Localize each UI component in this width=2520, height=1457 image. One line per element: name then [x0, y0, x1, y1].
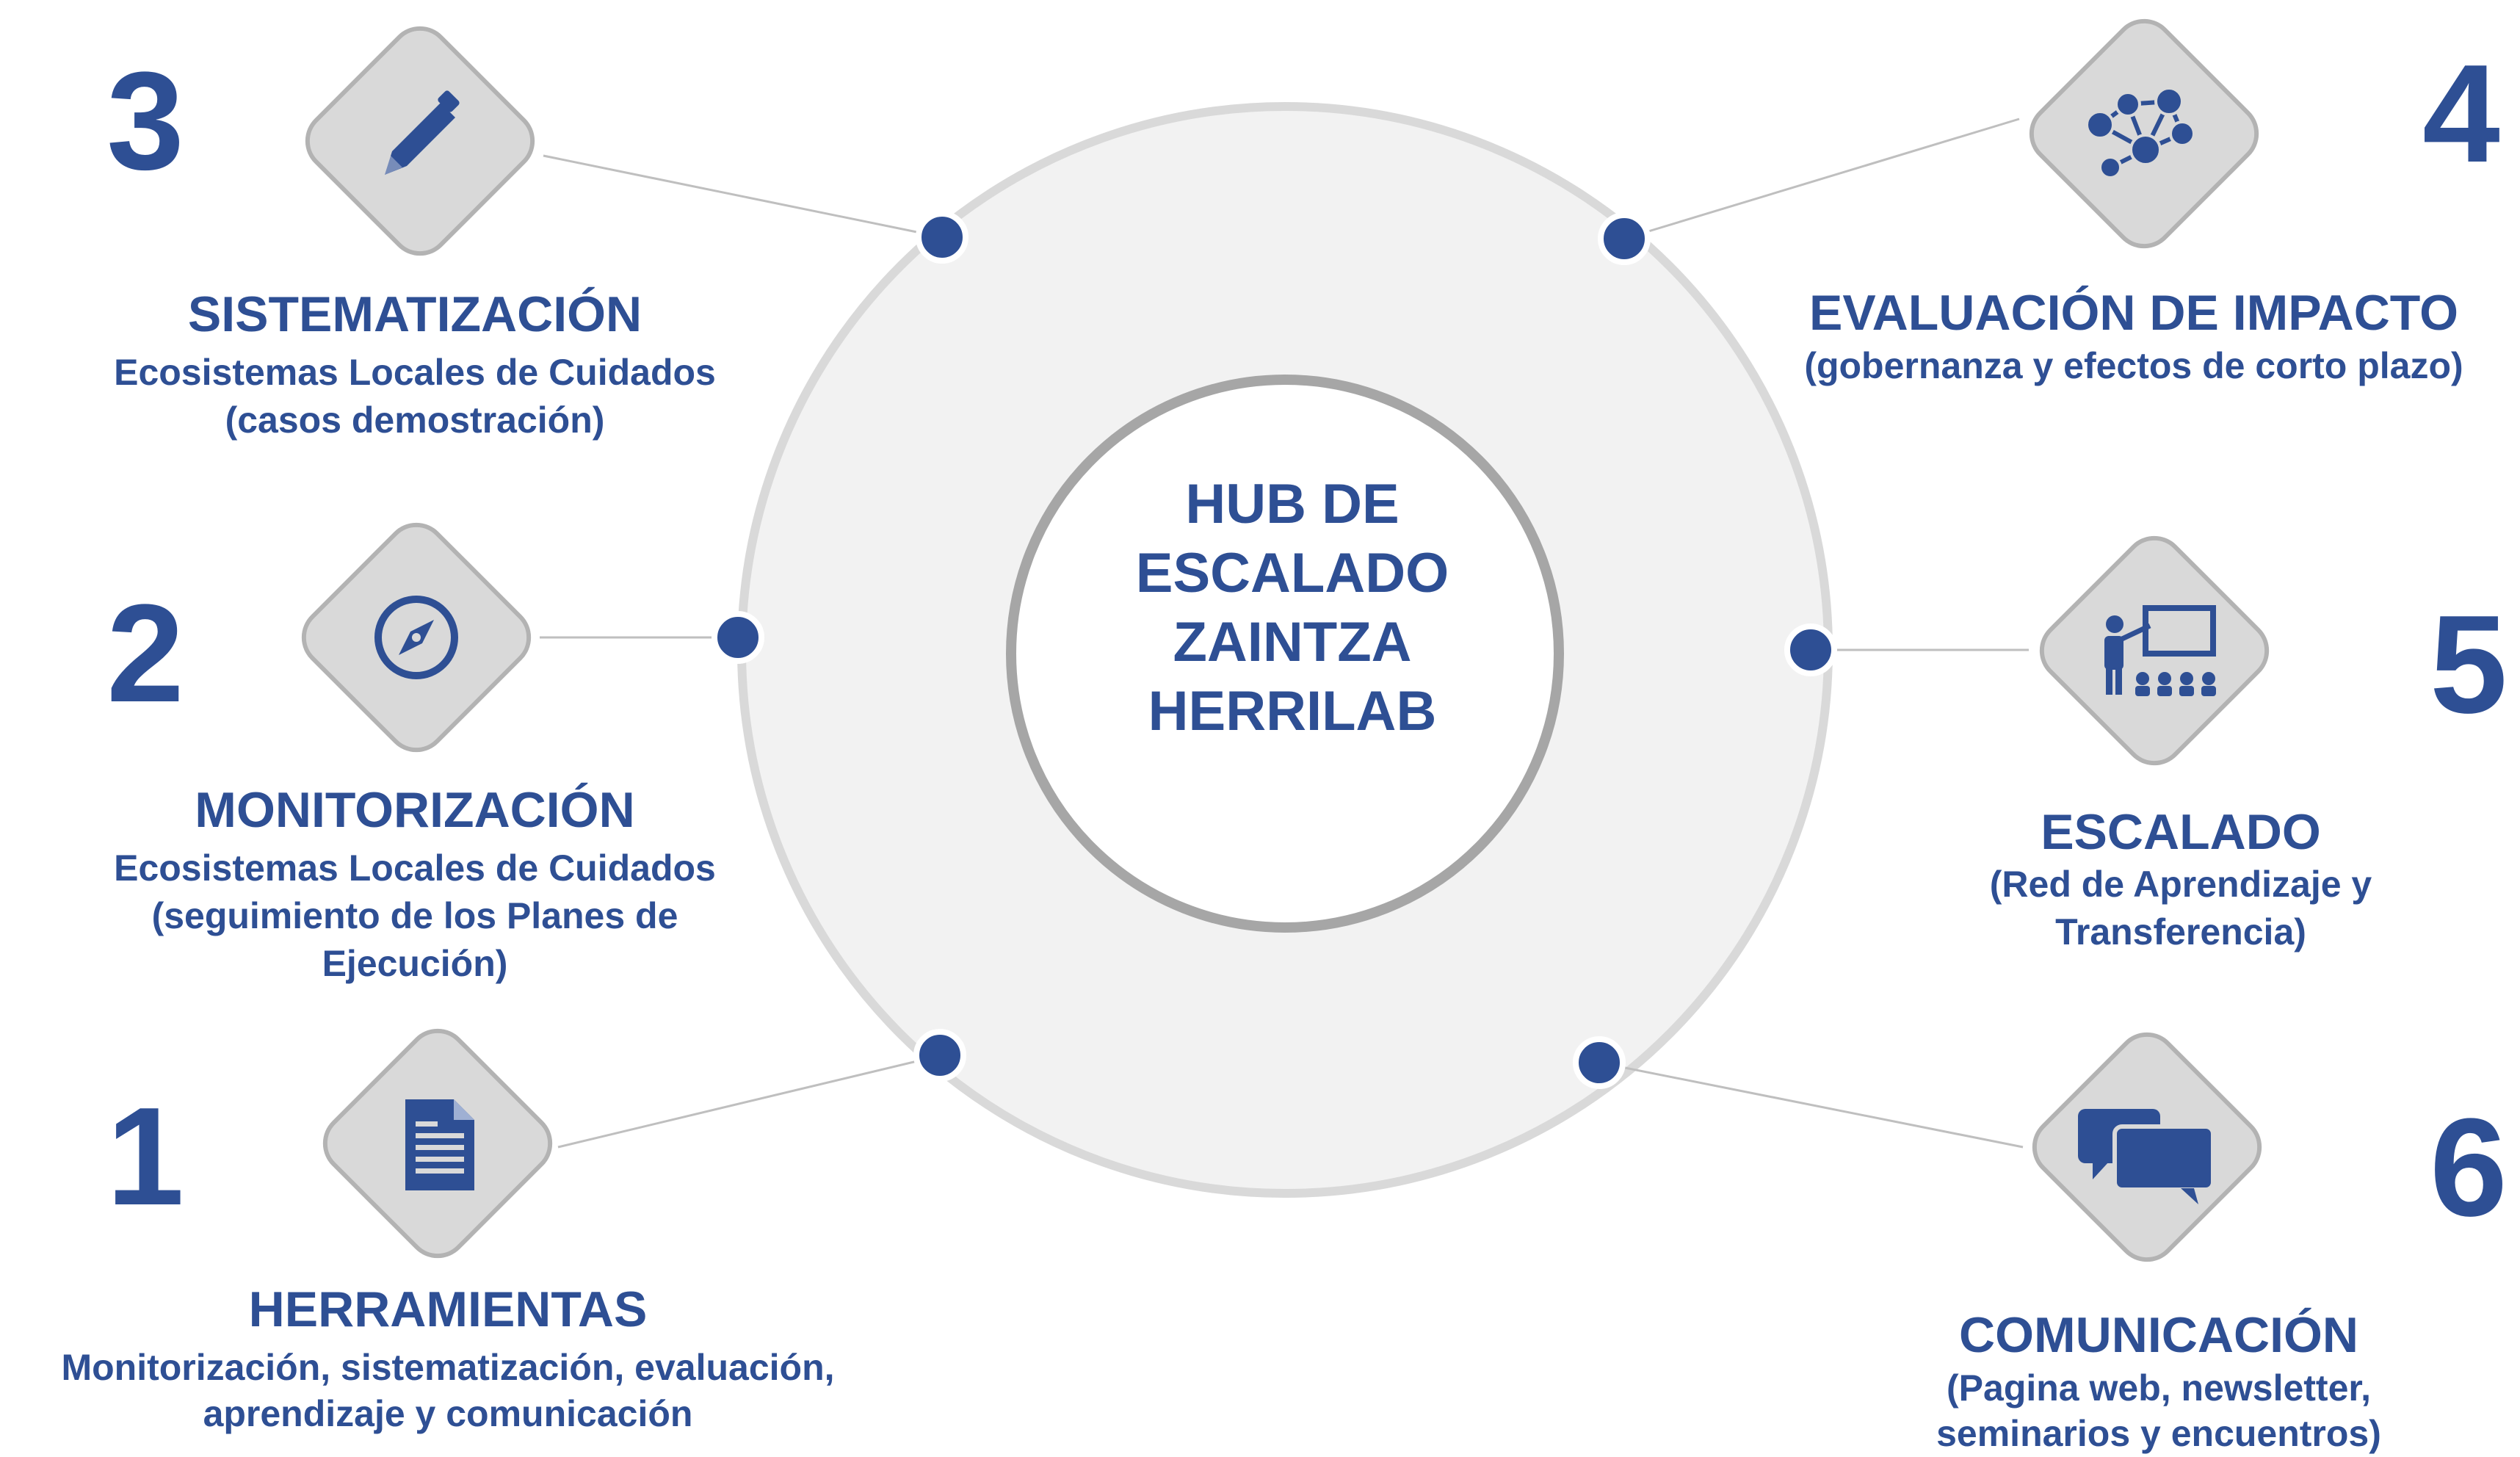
network-icon: [2085, 87, 2195, 179]
node-dot: [1784, 623, 1837, 676]
hub-title-line: ZAINTZA: [1173, 611, 1412, 673]
connector-line: [543, 154, 939, 238]
step-description: Monitorización, sistematización, evaluac…: [61, 1347, 835, 1388]
hub-title-line: HUB DE: [1185, 473, 1400, 535]
connector-line: [1598, 1061, 2024, 1149]
step-number: 6: [2430, 1090, 2508, 1246]
pencil-icon: [385, 90, 460, 175]
step-description: Ecosistemas Locales de Cuidados: [114, 847, 716, 889]
step-number: 4: [2422, 36, 2500, 192]
step-description: Ejecución): [322, 943, 508, 984]
step-title: HERRAMIENTAS: [248, 1281, 648, 1337]
step-number: 2: [106, 576, 184, 731]
node-dot: [1573, 1036, 1626, 1089]
node-dot: [1598, 212, 1651, 265]
hub-title: HUB DE ESCALADO ZAINTZA HERRILAB: [1013, 470, 1571, 746]
icon-tile: [2029, 18, 2259, 249]
step-number: 5: [2430, 587, 2508, 742]
document-icon: [405, 1099, 474, 1190]
step-description: (gobernanza y efectos de corto plazo): [1804, 345, 2463, 386]
step-title: SISTEMATIZACIÓN: [187, 286, 642, 342]
node-dot: [913, 1029, 966, 1082]
step-title: ESCALADO: [2041, 804, 2321, 860]
hub-title-line: ESCALADO: [1135, 542, 1449, 604]
node-dot: [916, 211, 968, 264]
chat-bubbles-icon: [2078, 1109, 2215, 1204]
step-number: 1: [106, 1079, 184, 1234]
step-number: 3: [106, 43, 184, 199]
step-title: EVALUACIÓN DE IMPACTO: [1808, 285, 2459, 341]
inner-circle: [1006, 375, 1564, 933]
step-description: (Pagina web, newsletter,: [1947, 1367, 2371, 1409]
connector-line: [1623, 118, 2020, 240]
connector-line: [557, 1055, 939, 1149]
step-description: (casos demostración): [225, 400, 605, 441]
node-dot: [712, 611, 764, 664]
compass-icon: [374, 596, 458, 679]
step-description: Ecosistemas Locales de Cuidados: [114, 352, 716, 393]
step-description: aprendizaje y comunicación: [203, 1393, 693, 1434]
step-description: (Red de Aprendizaje y: [1989, 864, 2372, 905]
hub-title-line: HERRILAB: [1148, 680, 1437, 742]
step-title: COMUNICACIÓN: [1959, 1307, 2358, 1363]
step-description: (seguimiento de los Planes de: [151, 895, 678, 936]
step-description: seminarios y encuentros): [1936, 1413, 2381, 1454]
teacher-icon: [2104, 605, 2216, 696]
step-description: Transferencia): [2055, 911, 2306, 952]
step-title: MONITORIZACIÓN: [195, 782, 635, 838]
